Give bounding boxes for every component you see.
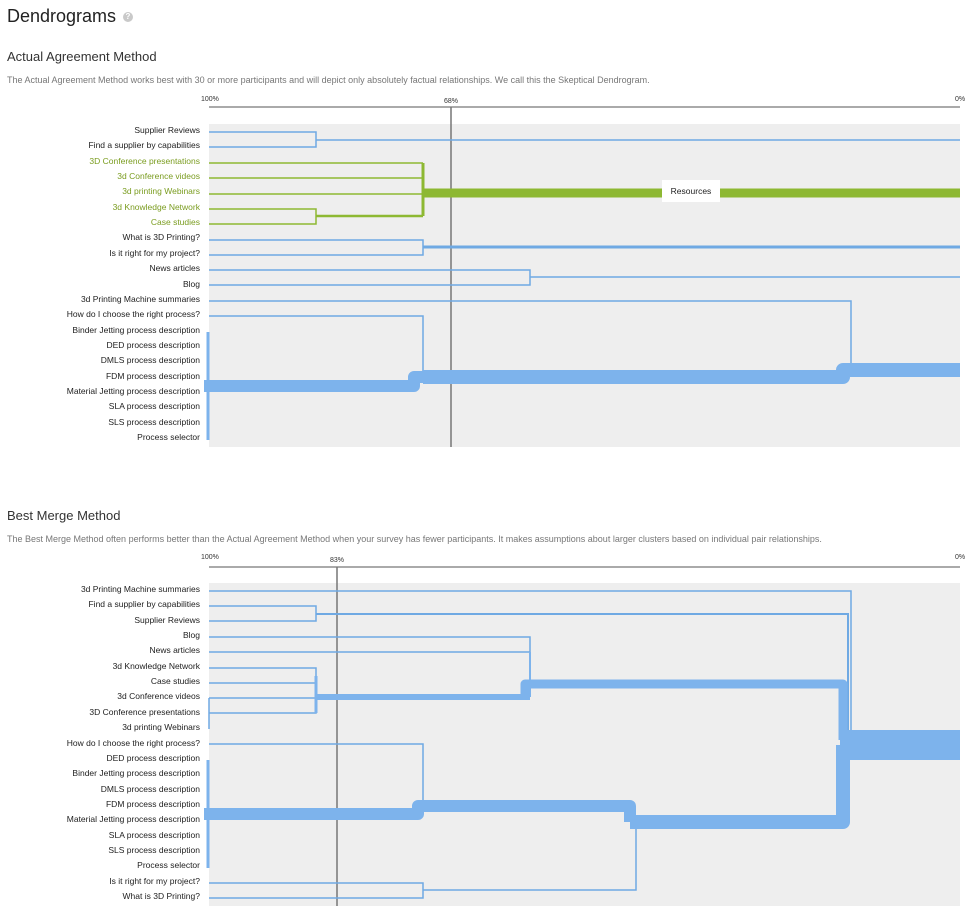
section-description-actual-agreement: The Actual Agreement Method works best w… [7, 75, 650, 85]
row-label[interactable]: 3d Conference videos [117, 171, 200, 182]
row-label[interactable]: Is it right for my project? [109, 875, 200, 886]
threshold-label: 68% [444, 98, 459, 105]
branch[interactable] [630, 745, 850, 829]
dendrogram-actual-agreement: Resources [204, 106, 960, 447]
row-label[interactable]: How do I choose the right process? [66, 737, 200, 748]
branch[interactable] [209, 636, 531, 653]
row-label[interactable]: Blog [182, 630, 200, 641]
row-label[interactable]: Binder Jetting process description [72, 324, 200, 335]
row-label[interactable]: DED process description [106, 339, 200, 350]
row-label[interactable]: Supplier Reviews [134, 125, 200, 135]
section-title-actual-agreement: Actual Agreement Method [7, 49, 157, 64]
branch[interactable] [209, 590, 852, 730]
section-title-best-merge: Best Merge Method [7, 508, 121, 523]
row-label[interactable]: Is it right for my project? [109, 247, 200, 258]
axis-right-label: 0% [955, 96, 966, 103]
branch[interactable] [209, 300, 852, 370]
row-label[interactable]: DMLS process description [100, 355, 200, 366]
threshold-label: 83% [330, 557, 345, 564]
row-label[interactable]: 3d Printing Machine summaries [80, 293, 200, 304]
row-label[interactable]: SLS process description [108, 844, 200, 855]
branch[interactable] [209, 315, 424, 378]
row-label[interactable]: Process selector [137, 860, 200, 871]
axis-right-label: 0% [955, 554, 966, 561]
page-title: Dendrograms [7, 6, 117, 26]
row-label[interactable]: DMLS process description [100, 783, 200, 794]
row-label[interactable]: 3D Conference presentations [89, 155, 200, 166]
row-label[interactable]: 3d Conference videos [117, 691, 200, 702]
row-label[interactable]: 3d Knowledge Network [112, 660, 200, 671]
row-label[interactable]: FDM process description [105, 798, 200, 809]
row-label[interactable]: How do I choose the right process? [66, 309, 200, 320]
row-label[interactable]: Find a supplier by capabilities [88, 140, 200, 151]
row-label[interactable]: Supplier Reviews [134, 614, 200, 625]
row-label[interactable]: News articles [149, 645, 200, 656]
branch[interactable] [209, 743, 424, 810]
branch[interactable] [316, 613, 849, 730]
row-label[interactable]: 3d Knowledge Network [112, 201, 200, 212]
row-label[interactable]: Case studies [150, 217, 200, 228]
row-label[interactable]: SLS process description [108, 416, 200, 427]
cluster-label[interactable]: Resources [671, 186, 712, 196]
row-label[interactable]: 3d printing Webinars [122, 186, 200, 197]
row-label[interactable]: What is 3D Printing? [122, 891, 200, 901]
row-label[interactable]: Case studies [150, 676, 200, 687]
row-label[interactable]: SLA process description [108, 829, 200, 840]
row-label[interactable]: FDM process description [105, 370, 200, 381]
row-label[interactable]: DED process description [106, 752, 200, 763]
row-label[interactable]: Material Jetting process description [66, 385, 200, 396]
branch[interactable] [204, 371, 423, 392]
row-label[interactable]: Binder Jetting process description [72, 768, 200, 779]
cluster-label-box[interactable] [662, 180, 720, 202]
branch[interactable] [204, 800, 636, 822]
axis-left-label: 100% [201, 96, 219, 103]
row-label[interactable]: Blog [182, 278, 200, 289]
row-label[interactable]: What is 3D Printing? [122, 232, 200, 243]
section-description-best-merge: The Best Merge Method often performs bet… [7, 534, 822, 544]
row-label[interactable]: Find a supplier by capabilities [88, 599, 200, 610]
row-label[interactable]: 3d printing Webinars [122, 722, 200, 733]
row-label[interactable]: Process selector [137, 432, 200, 442]
row-label[interactable]: SLA process description [108, 401, 200, 412]
axis-left-label: 100% [201, 554, 219, 561]
row-label[interactable]: 3D Conference presentations [89, 706, 200, 717]
branch[interactable] [423, 363, 960, 384]
branch[interactable] [520, 679, 848, 740]
question-circle-icon[interactable]: ? [123, 12, 133, 22]
row-label[interactable]: Material Jetting process description [66, 814, 200, 825]
row-label[interactable]: 3d Printing Machine summaries [80, 584, 200, 594]
branch[interactable] [209, 667, 317, 684]
row-label[interactable]: News articles [149, 263, 200, 274]
dendrogram-best-merge [204, 566, 960, 906]
branch[interactable] [423, 818, 637, 891]
